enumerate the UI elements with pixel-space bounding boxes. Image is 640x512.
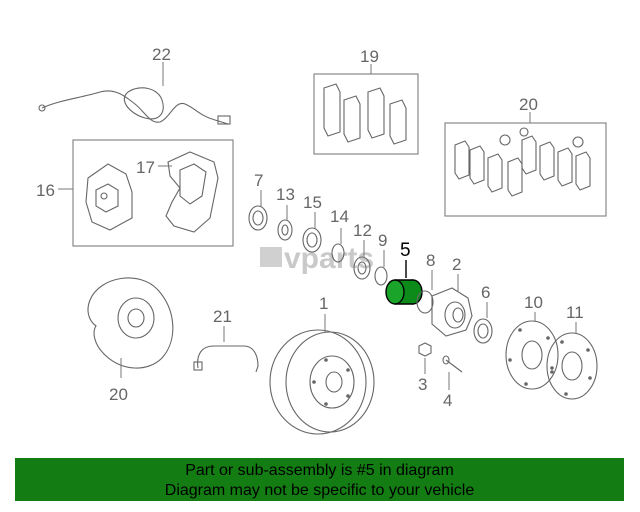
part-11-plate (546, 332, 598, 400)
part-17-caliper-bracket (165, 151, 219, 233)
part-3-nut (418, 342, 432, 357)
part-7-oil-seal (248, 205, 268, 231)
part-18-brake-pads (323, 83, 407, 145)
part-15-bearing (302, 227, 322, 253)
label-18: 19 (360, 47, 379, 66)
part-4-hub-bolt (442, 355, 463, 373)
part-10-plate (505, 320, 559, 390)
label-8: 8 (426, 251, 435, 270)
label-20: 20 (109, 385, 128, 404)
footer-banner: Part or sub-assembly is #5 in diagram Di… (15, 458, 624, 501)
label-13: 13 (276, 185, 295, 204)
label-7: 7 (254, 171, 263, 190)
label-12: 12 (353, 221, 372, 240)
footer-line-1: Part or sub-assembly is #5 in diagram (185, 462, 454, 479)
label-3: 3 (418, 375, 427, 394)
label-5: 5 (400, 240, 411, 261)
part-19-pad-kit (454, 127, 591, 197)
label-6: 6 (481, 283, 490, 302)
part-1-brake-rotor (269, 329, 375, 435)
label-16: 16 (36, 181, 55, 200)
box-19 (444, 122, 607, 217)
label-17: 17 (136, 158, 155, 177)
watermark-logo: vparts (260, 242, 374, 275)
part-2-hub (431, 287, 473, 337)
part-6-seal (473, 318, 493, 344)
footer-line-2: Diagram may not be specific to your vehi… (164, 482, 475, 499)
part-16-caliper (85, 163, 133, 231)
part-13-bearing (277, 219, 293, 241)
label-2: 2 (452, 255, 461, 274)
label-4: 4 (443, 391, 452, 410)
part-20-backing-plate (87, 277, 174, 369)
box-16 (72, 139, 234, 247)
part-9-snap-ring (374, 266, 388, 286)
watermark-text: vparts (284, 242, 374, 275)
label-11: 11 (566, 303, 584, 322)
part-14-spacer (331, 243, 345, 263)
part-12-bearing-race (353, 256, 371, 280)
part-8-seal (416, 290, 434, 314)
label-19: 20 (519, 95, 538, 114)
box-18 (313, 73, 419, 155)
label-22: 22 (152, 45, 171, 64)
label-10: 10 (524, 293, 543, 312)
label-9: 9 (378, 231, 387, 250)
label-14: 14 (330, 207, 349, 226)
part-21-brake-hose (197, 345, 259, 373)
part-22-abs-sensor (38, 87, 231, 125)
label-15: 15 (303, 193, 322, 212)
label-21: 21 (213, 307, 232, 326)
label-1: 1 (319, 294, 328, 313)
